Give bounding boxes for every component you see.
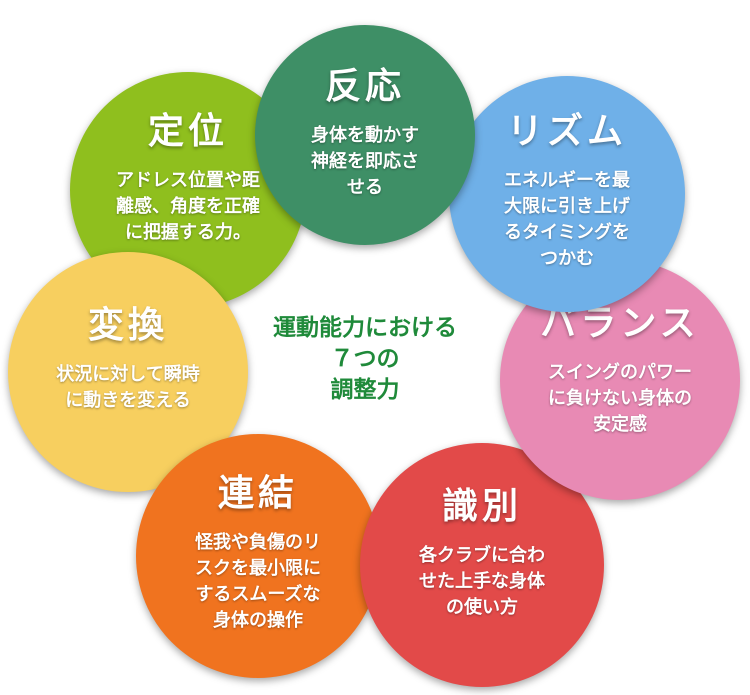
- description-line: 安定感: [593, 414, 647, 435]
- description-line: 状況に対して瞬時: [56, 364, 200, 385]
- circle-description: スイングのパワー に負けない身体の 安定感: [548, 360, 692, 438]
- description-line: 各クラブに合わ: [419, 545, 545, 566]
- description-line: に負けない身体の: [548, 388, 692, 409]
- circle-description: 怪我や負傷のリ スクを最小限に するスムーズな 身体の操作: [195, 530, 321, 634]
- description-line: に動きを変える: [65, 390, 191, 411]
- circle-description: 状況に対して瞬時 に動きを変える: [56, 362, 199, 414]
- circle-hanno: 反応 身体を動かす 神経を即応さ せる: [255, 25, 475, 245]
- description-line: 怪我や負傷のリ: [195, 532, 321, 553]
- description-line: 身体を動かす: [311, 125, 419, 146]
- circle-title: 変換: [87, 305, 168, 346]
- circle-description: アドレス位置や距 離感、角度を正確 に把握する力。: [116, 168, 260, 246]
- description-line: するスムーズな: [195, 584, 321, 605]
- circle-rhythm: リズム エネルギーを最 大限に引き上げ るタイミングを つかむ: [449, 76, 685, 312]
- circle-description: エネルギーを最 大限に引き上げ るタイミングを つかむ: [504, 168, 630, 272]
- description-line: 離感、角度を正確: [116, 196, 260, 217]
- circle-title: 定位: [147, 111, 228, 152]
- description-line: つかむ: [540, 248, 594, 269]
- description-line: エネルギーを最: [504, 170, 630, 191]
- circle-title: 識別: [441, 486, 522, 527]
- description-line: スクを最小限に: [195, 558, 321, 579]
- center-title-line: 運動能力における: [273, 315, 457, 341]
- circle-title: 反応: [324, 66, 405, 107]
- description-line: 神経を即応さ: [311, 151, 419, 172]
- description-line: せる: [347, 177, 383, 198]
- center-title-line: 調整力: [330, 377, 400, 403]
- circle-shikibetsu: 識別 各クラブに合わ せた上手な身体 の使い方: [360, 443, 604, 687]
- circle-title: リズム: [506, 111, 627, 152]
- description-line: に把握する力。: [125, 222, 251, 243]
- circle-title: 連結: [217, 473, 298, 514]
- circle-renketsu: 連結 怪我や負傷のリ スクを最小限に するスムーズな 身体の操作: [136, 434, 380, 678]
- circle-description: 身体を動かす 神経を即応さ せる: [311, 123, 419, 201]
- description-line: 身体の操作: [213, 610, 303, 631]
- description-line: るタイミングを: [504, 222, 630, 243]
- circle-description: 各クラブに合わ せた上手な身体 の使い方: [419, 543, 545, 621]
- description-line: 大限に引き上げ: [504, 196, 630, 217]
- center-title-line: ７つの: [330, 346, 400, 372]
- description-line: アドレス位置や距: [116, 170, 260, 191]
- description-line: スイングのパワー: [548, 362, 692, 383]
- description-line: せた上手な身体: [419, 571, 545, 592]
- description-line: の使い方: [446, 597, 518, 618]
- center-title: 運動能力における ７つの 調整力: [235, 313, 495, 406]
